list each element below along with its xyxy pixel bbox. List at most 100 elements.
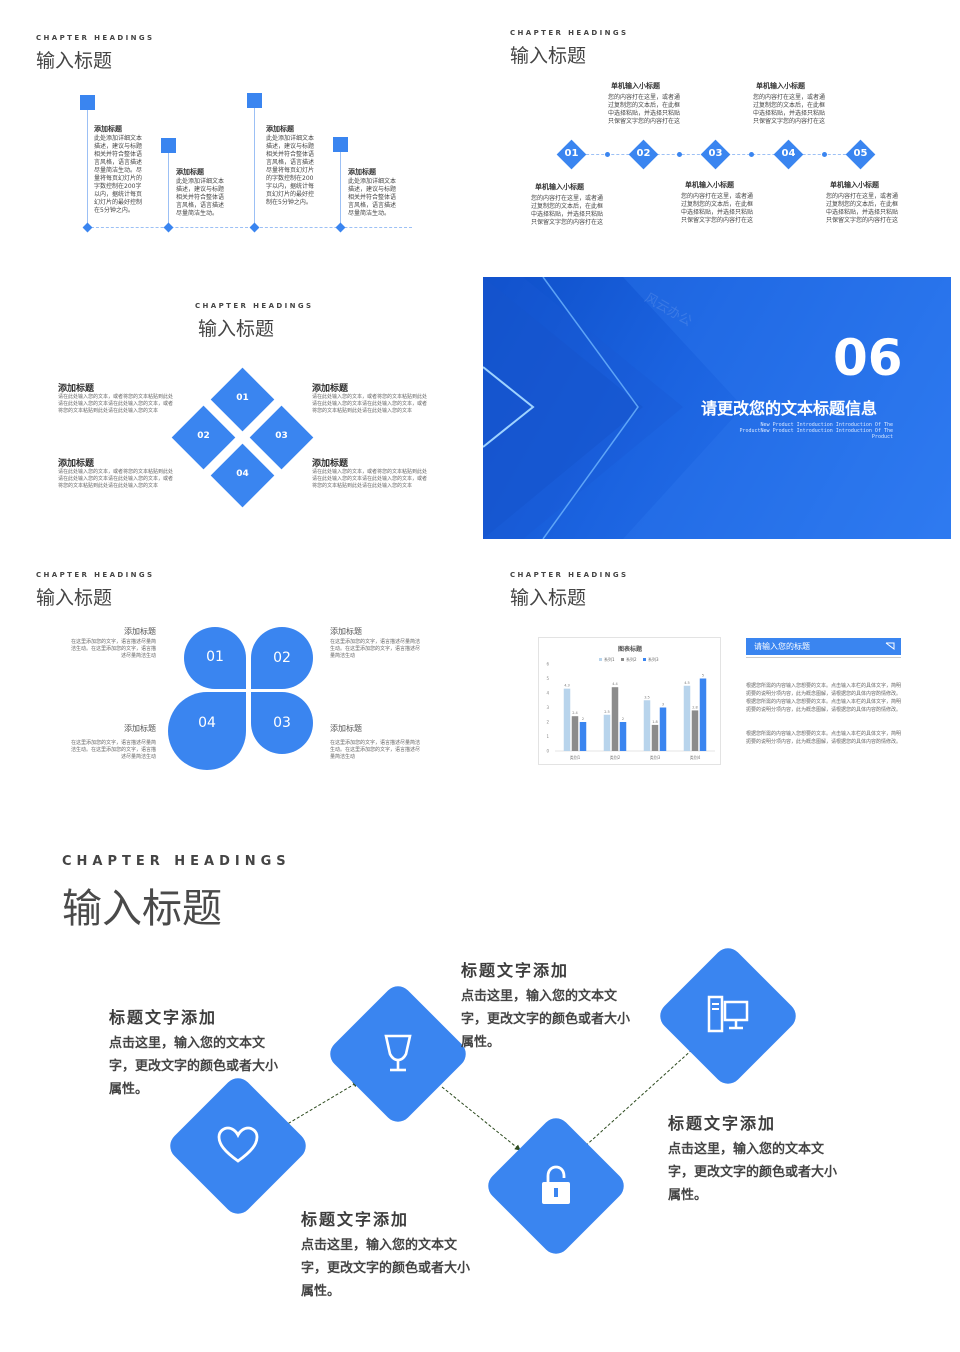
text-box-paragraph: 根据您所需的内容输入您想要的文本。点击输入本栏的具体文字，简明扼要的说明分项内容… bbox=[746, 731, 902, 745]
timeline-square bbox=[247, 93, 262, 108]
step-text: 您的内容打在这里，或者通过复制您的文本后，在此框中选择粘贴，并选择只粘贴只保留文… bbox=[608, 94, 681, 125]
subtitle-line: ProductNew Product Introduction Introduc… bbox=[739, 428, 893, 434]
flow-text-block: 标题文字添加 点击这里，输入您的文本文 字，更改文字的颜色或者大小 属性。 bbox=[109, 1004, 299, 1101]
y-tick-label: 6 bbox=[546, 662, 549, 667]
item-text: 在这里添加您的文字，语言描述尽量简洁生动。在这里添加您的文字，语言描述尽量简洁生… bbox=[330, 740, 421, 760]
timeline-dot bbox=[82, 222, 93, 233]
item-text: 在这里添加您的文字，语言描述尽量简洁生动。在这里添加您的文字，语言描述尽量简洁生… bbox=[70, 639, 156, 659]
text-box-header: 请输入您的标题 bbox=[746, 638, 901, 655]
computer-icon bbox=[707, 995, 749, 1033]
item-title: 添加标题 bbox=[266, 125, 294, 133]
bar bbox=[659, 707, 667, 751]
item-title: 添加标题 bbox=[124, 627, 156, 636]
cluster-number: 04 bbox=[236, 469, 249, 479]
timeline-dot bbox=[677, 152, 682, 157]
chapter-heading: CHAPTER HEADINGS bbox=[36, 571, 155, 579]
legend-label: 系列1 bbox=[604, 656, 615, 662]
bar bbox=[643, 700, 651, 751]
timeline-stem bbox=[254, 108, 255, 227]
step-number: 01 bbox=[564, 148, 579, 159]
bar bbox=[563, 688, 571, 751]
step-number: 04 bbox=[781, 148, 796, 159]
page-title: 输入标题 bbox=[36, 50, 113, 72]
step-title: 单机输入小标题 bbox=[611, 82, 660, 90]
data-label: 4.3 bbox=[564, 684, 570, 688]
flow-text-line: 点击这里，输入您的文本文 bbox=[301, 1238, 458, 1253]
chevron-decoration bbox=[483, 277, 951, 539]
chapter-heading: CHAPTER HEADINGS bbox=[195, 302, 314, 310]
legend-swatch bbox=[599, 658, 602, 661]
petal-number: 03 bbox=[273, 715, 291, 731]
item-title: 添加标题 bbox=[312, 459, 349, 469]
item-text: 在这里添加您的文字，语言描述尽量简洁生动。在这里添加您的文字，语言描述尽量简洁生… bbox=[330, 639, 421, 659]
bar bbox=[571, 716, 579, 751]
flow-text-block: 标题文字添加 点击这里，输入您的文本文 字，更改文字的颜色或者大小 属性。 bbox=[301, 1206, 491, 1303]
legend-label: 系列3 bbox=[648, 656, 659, 662]
item-text: 请在此处输入您的文本，或者将您的文本粘贴到此处请在此处输入您的文本请在此处输入您… bbox=[58, 469, 174, 489]
slide-diamond-flow: CHAPTER HEADINGS 输入标题 bbox=[8, 816, 952, 1344]
cluster-number: 01 bbox=[236, 393, 249, 403]
timeline-dot bbox=[605, 152, 610, 157]
step-number: 03 bbox=[708, 148, 723, 159]
text-box-underline bbox=[746, 657, 901, 658]
bar bbox=[699, 678, 707, 751]
slide-vertical-timeline: CHAPTER HEADINGS 输入标题 添加标题 此处添加详细文本描述，建议… bbox=[8, 8, 476, 270]
item-text: 请在此处输入您的文本，或者将您的文本粘贴到此处请在此处输入您的文本请在此处输入您… bbox=[58, 394, 174, 414]
step-title: 单机输入小标题 bbox=[756, 82, 805, 90]
timeline-stem bbox=[87, 110, 88, 227]
x-tick-label: 类别4 bbox=[690, 754, 701, 760]
y-tick-label: 5 bbox=[546, 676, 549, 681]
subtitle-line: Product bbox=[871, 434, 893, 440]
cluster-number: 02 bbox=[197, 431, 210, 441]
data-label: 4.4 bbox=[612, 682, 618, 686]
timeline-dot bbox=[822, 152, 827, 157]
step-number: 02 bbox=[636, 148, 651, 159]
bar bbox=[579, 722, 587, 751]
box-title: 请输入您的标题 bbox=[754, 642, 810, 651]
legend-label: 系列2 bbox=[626, 656, 637, 662]
timeline-dot bbox=[335, 222, 346, 233]
step-text: 您的内容打在这里，或者通过复制您的文本后，在此框中选择粘贴，并选择只粘贴只保留文… bbox=[826, 193, 899, 224]
item-title: 添加标题 bbox=[348, 168, 376, 176]
data-label: 2.8 bbox=[692, 705, 698, 709]
legend-swatch bbox=[621, 658, 624, 661]
flow-text-line: 属性。 bbox=[668, 1188, 708, 1203]
bar bbox=[619, 722, 627, 751]
data-label: 5 bbox=[702, 674, 704, 678]
flow-text-block: 标题文字添加 点击这里，输入您的文本文 字，更改文字的颜色或者大小 属性。 bbox=[461, 957, 651, 1054]
x-tick-label: 类别2 bbox=[610, 754, 621, 760]
item-title: 添加标题 bbox=[312, 384, 349, 394]
cluster-number: 03 bbox=[275, 431, 288, 441]
text-box-paragraph: 根据您所需的内容输入您想要的文本。点击输入本栏的具体文字，简明扼要的说明分项内容… bbox=[746, 683, 902, 713]
timeline-square bbox=[161, 138, 176, 153]
bar bbox=[603, 714, 611, 751]
data-label: 2 bbox=[622, 717, 624, 721]
timeline-stem bbox=[168, 153, 169, 227]
slide-diamond-cluster: CHAPTER HEADINGS 输入标题 01 02 03 04 添加标题 请… bbox=[8, 277, 476, 539]
item-text: 请在此处输入您的文本，或者将您的文本粘贴到此处请在此处输入您的文本请在此处输入您… bbox=[312, 394, 428, 414]
step-text: 您的内容打在这里，或者通过复制您的文本后，在此框中选择粘贴，并选择只粘贴只保留文… bbox=[531, 195, 604, 226]
flow-text-line: 属性。 bbox=[109, 1082, 149, 1097]
timeline-dot bbox=[163, 222, 174, 233]
y-tick-label: 4 bbox=[546, 691, 549, 696]
flow-title: 标题文字添加 bbox=[461, 961, 570, 980]
slide-petal-grid: CHAPTER HEADINGS 输入标题 01 02 04 03 添加标题 在… bbox=[8, 546, 476, 808]
section-number: 06 bbox=[833, 329, 903, 387]
bar bbox=[611, 687, 619, 751]
petal-03 bbox=[251, 692, 313, 754]
timeline-square bbox=[80, 95, 95, 110]
step-title: 单机输入小标题 bbox=[685, 181, 734, 189]
timeline-dot bbox=[249, 222, 260, 233]
x-tick-label: 类别1 bbox=[570, 754, 581, 760]
legend-swatch bbox=[643, 658, 646, 661]
step-number: 05 bbox=[853, 148, 868, 159]
flow-title: 标题文字添加 bbox=[668, 1114, 777, 1133]
item-title: 添加标题 bbox=[176, 168, 204, 176]
slide-horizontal-timeline: CHAPTER HEADINGS 输入标题 01 02 03 04 05 单机输… bbox=[483, 8, 951, 270]
data-label: 3.5 bbox=[644, 695, 650, 699]
step-text: 您的内容打在这里，或者通过复制您的文本后，在此框中选择粘贴，并选择只粘贴只保留文… bbox=[753, 94, 826, 125]
timeline-stem bbox=[340, 152, 341, 227]
y-tick-label: 0 bbox=[546, 749, 549, 754]
